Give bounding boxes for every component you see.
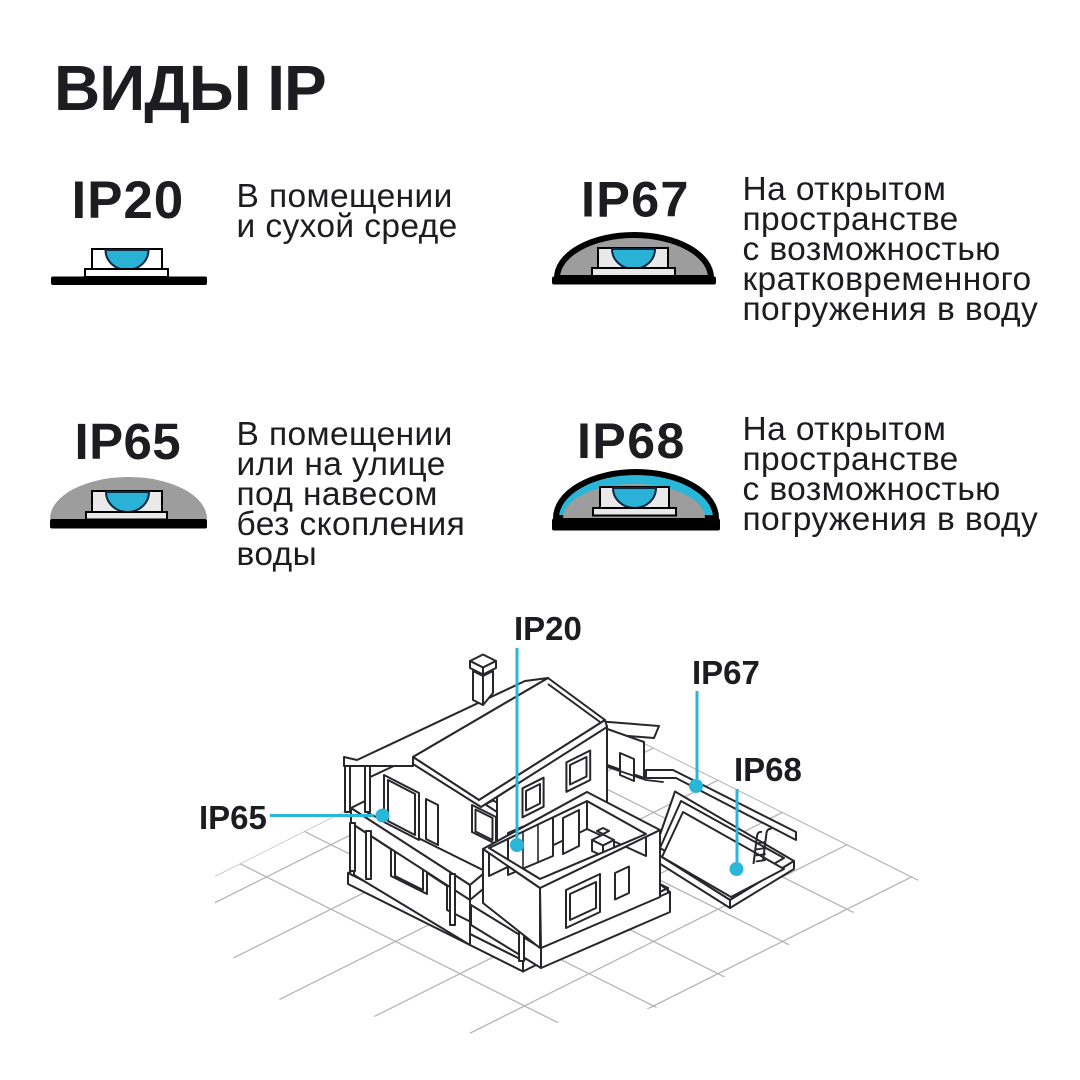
- svg-text:IP20: IP20: [514, 610, 582, 647]
- svg-text:под навесом: под навесом: [237, 476, 438, 513]
- svg-text:В помещении: В помещении: [237, 178, 453, 215]
- svg-text:IP65: IP65: [75, 413, 182, 470]
- svg-text:с возможностью: с возможностью: [743, 231, 1001, 268]
- svg-text:IP68: IP68: [577, 413, 686, 469]
- svg-text:IP20: IP20: [72, 171, 185, 230]
- svg-text:ВИДЫ IP: ВИДЫ IP: [54, 52, 326, 124]
- svg-text:и сухой среде: и сухой среде: [237, 208, 458, 245]
- svg-text:пространстве: пространстве: [743, 201, 959, 238]
- svg-text:без скопления: без скопления: [237, 506, 466, 543]
- svg-text:IP68: IP68: [734, 751, 802, 788]
- svg-text:В помещении: В помещении: [237, 416, 453, 453]
- svg-text:На открытом: На открытом: [743, 411, 947, 448]
- svg-text:IP65: IP65: [199, 799, 267, 836]
- svg-text:погружения в воду: погружения в воду: [743, 501, 1039, 538]
- svg-text:кратковременного: кратковременного: [743, 261, 1032, 298]
- svg-text:IP67: IP67: [581, 171, 690, 228]
- svg-text:с возможностью: с возможностью: [743, 471, 1001, 508]
- svg-text:IP67: IP67: [692, 654, 760, 691]
- svg-text:пространстве: пространстве: [743, 441, 959, 478]
- svg-text:погружения в воду: погружения в воду: [743, 291, 1039, 328]
- svg-text:или на улице: или на улице: [237, 446, 446, 483]
- svg-text:На открытом: На открытом: [743, 171, 947, 208]
- svg-text:воды: воды: [237, 536, 318, 573]
